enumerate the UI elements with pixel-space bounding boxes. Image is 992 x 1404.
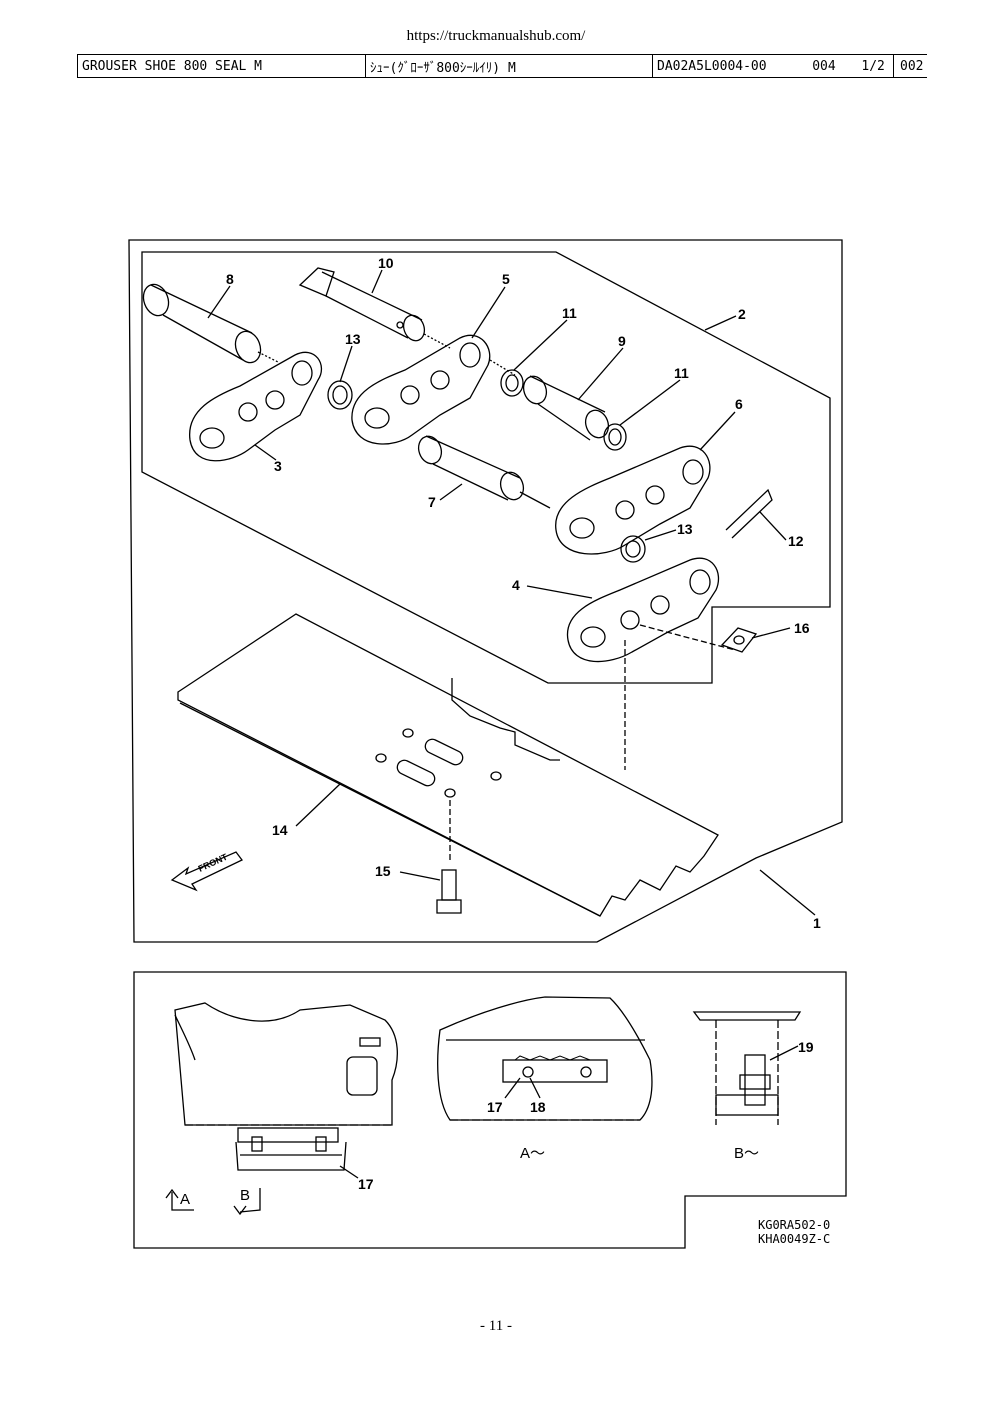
callout-2: 2 [738,306,746,322]
part-cotter-12 [725,488,773,539]
callout-14: 14 [272,822,288,838]
part-link-5 [351,334,516,445]
section-marker-a [165,1188,194,1211]
callout-17-a: 17 [358,1176,374,1192]
callout-10: 10 [378,255,394,271]
part-header-table: GROUSER SHOE 800 SEAL M ｼｭｰ(ｸﾞﾛｰｻﾞ800ｼｰﾙ… [77,54,928,78]
callout-13-a: 13 [345,331,361,347]
detail-view-a [437,996,653,1121]
source-url[interactable]: https://truckmanualshub.com/ [406,28,586,44]
callout-19: 19 [798,1039,814,1055]
drawing-code-2: KHA0049Z-C [758,1232,830,1246]
callout-18: 18 [530,1099,546,1115]
leader-lines [207,269,816,916]
part-seal-13-a [327,380,353,410]
main-frame [128,239,843,943]
callout-4: 4 [512,577,520,593]
part-pin-8 [142,283,279,364]
part-shoe-14 [177,613,719,917]
part-master-pin-10 [298,267,451,349]
part-nut-16 [720,627,758,653]
section-marker-b [233,1188,261,1216]
callout-16: 16 [794,620,810,636]
part-link-4 [566,557,736,770]
detail-view-b [692,1011,802,1125]
front-arrow-icon [170,851,243,892]
detail-frame [133,971,847,1249]
callout-9: 9 [618,333,626,349]
page-ref-cell: 002 [893,54,928,78]
callout-6: 6 [735,396,743,412]
part-seal-13-b [620,535,646,563]
part-bushing-9 [522,375,610,441]
callout-17-b: 17 [487,1099,503,1115]
callout-7: 7 [428,494,436,510]
callout-5: 5 [502,271,510,287]
callout-3: 3 [274,458,282,474]
part-bolt-15 [436,869,462,914]
part-bushing-7 [417,435,551,509]
callout-11-a: 11 [562,305,577,321]
assembly-boundary [141,251,831,684]
part-name-cell: GROUSER SHOE 800 SEAL M [77,54,366,78]
callout-11-b: 11 [674,365,689,381]
callout-12: 12 [788,533,804,549]
part-code: DA02A5L0004-00 [657,58,767,74]
view-a-label: A～ [520,1145,545,1162]
section-a-label: A [180,1191,190,1208]
part-seal-11-b [603,423,627,451]
sheet-number: 1/2 [861,58,885,74]
detail-shoe-side-view [174,1002,398,1179]
part-seal-11-a [500,369,524,397]
section-b-label: B [240,1187,250,1204]
page-number: - 11 - [480,1318,512,1334]
callout-15: 15 [375,863,391,879]
part-link-3 [189,351,323,462]
part-code-cell: DA02A5L0004-00 004 1/2 [652,54,894,78]
view-b-label: B～ [734,1145,759,1162]
front-label: FRONT [197,851,230,873]
part-name-jp-cell: ｼｭｰ(ｸﾞﾛｰｻﾞ800ｼｰﾙｲﾘ) M [365,54,653,78]
callout-13-b: 13 [677,521,693,537]
callout-1: 1 [813,915,821,931]
drawing-code-1: KG0RA502-0 [758,1218,830,1232]
part-link-6 [555,445,711,555]
callout-8: 8 [226,271,234,287]
group-number: 004 [812,58,836,74]
